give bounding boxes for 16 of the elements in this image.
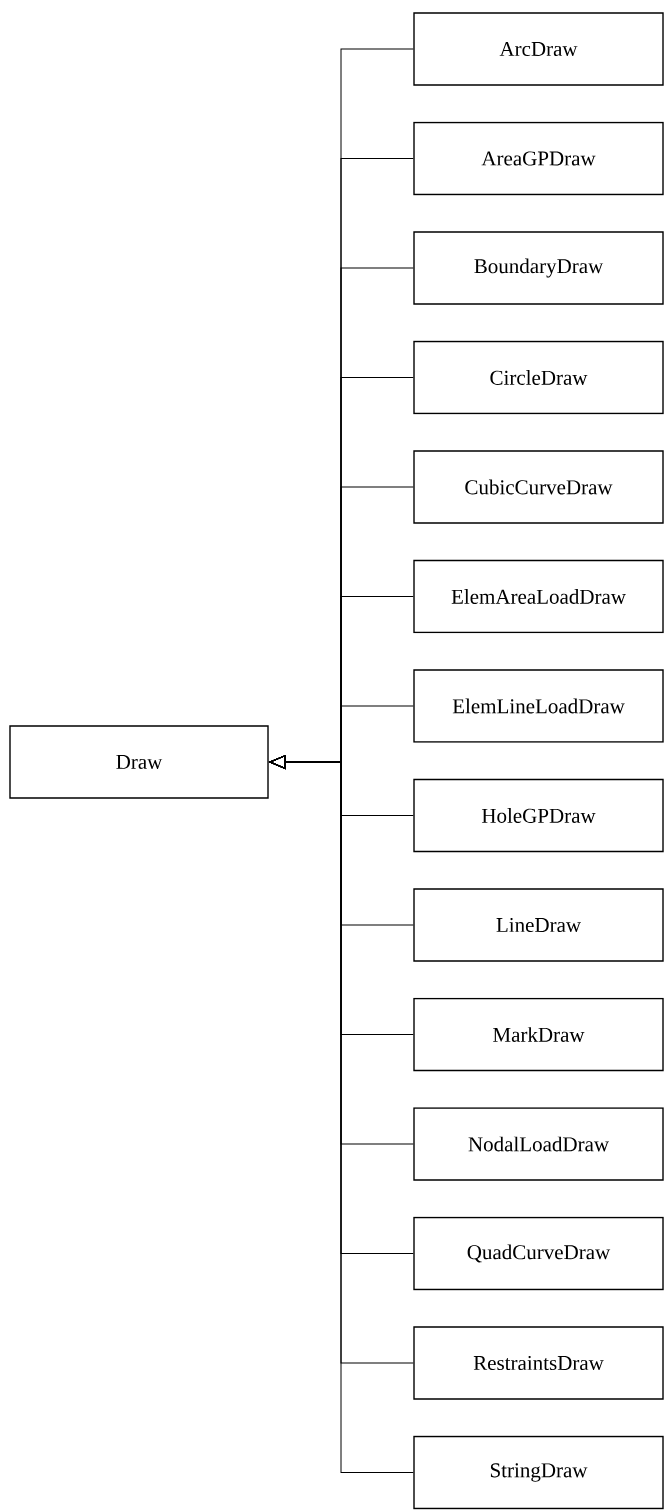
class-box: HoleGPDraw: [413, 778, 664, 853]
class-box: LineDraw: [413, 888, 664, 962]
class-box: ElemLineLoadDraw: [413, 669, 664, 743]
class-box: StringDraw: [413, 1435, 664, 1510]
class-box: ElemAreaLoadDraw: [413, 559, 664, 634]
class-box: Draw: [9, 725, 269, 799]
class-box: NodalLoadDraw: [413, 1107, 664, 1181]
inheritance-arrow: [269, 755, 414, 1473]
class-box: MarkDraw: [413, 997, 664, 1072]
class-box: CircleDraw: [413, 340, 664, 415]
class-box: BoundaryDraw: [413, 231, 664, 305]
class-box: ArcDraw: [413, 12, 664, 86]
class-box: CubicCurveDraw: [413, 450, 664, 524]
class-box: RestraintsDraw: [413, 1326, 664, 1400]
class-box: AreaGPDraw: [413, 121, 664, 196]
class-box: QuadCurveDraw: [413, 1216, 664, 1291]
